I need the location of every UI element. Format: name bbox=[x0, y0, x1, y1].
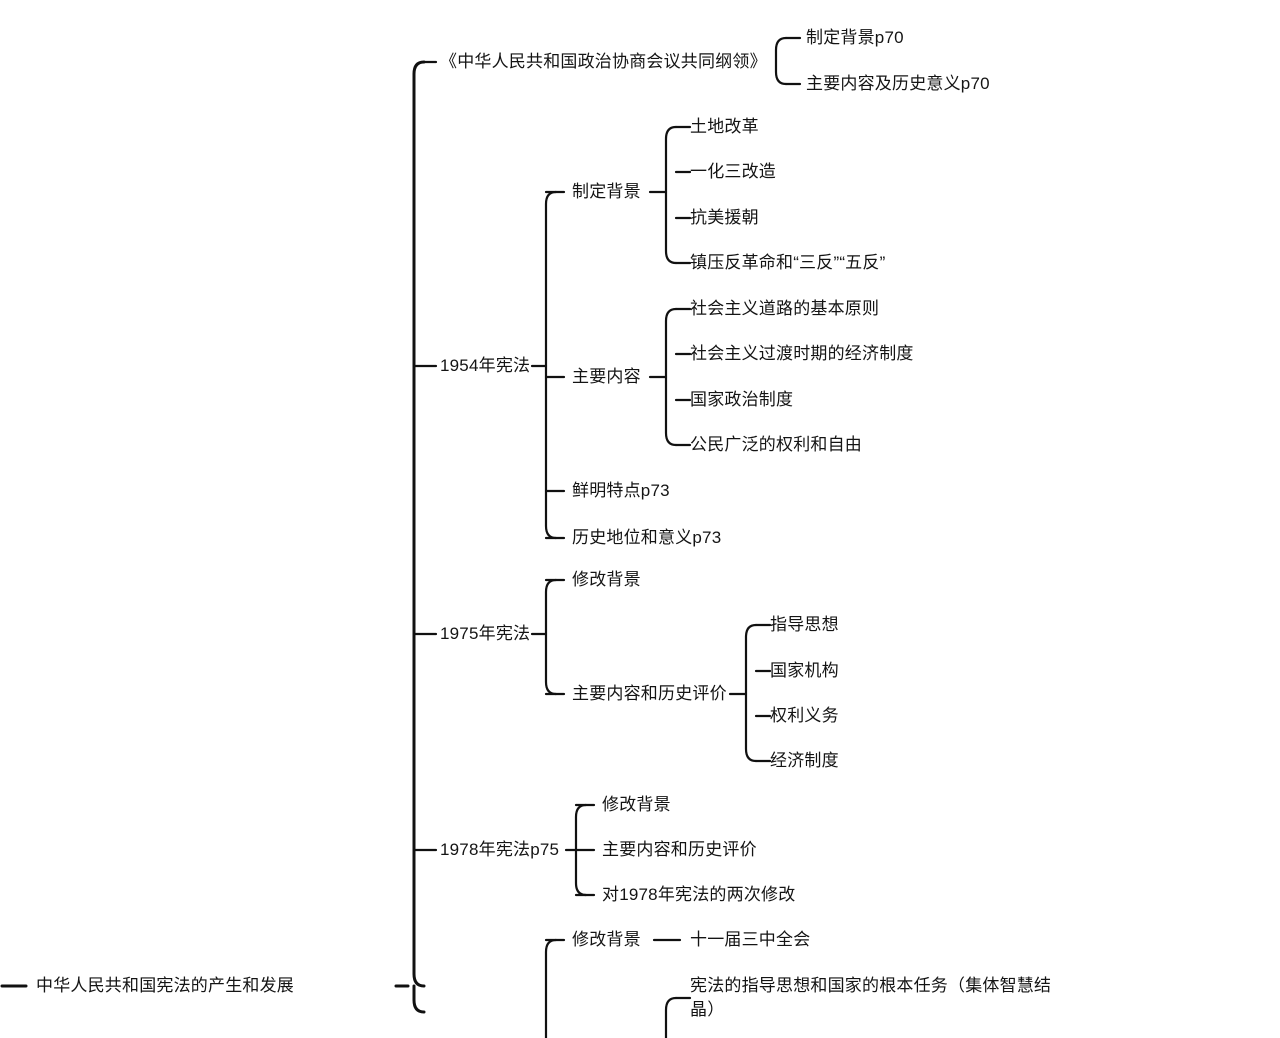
node-1978-background[interactable]: 修改背景 bbox=[602, 795, 671, 814]
node-1954-content[interactable]: 主要内容 bbox=[572, 367, 641, 386]
node-guiding-ideology[interactable]: 指导思想 bbox=[770, 615, 839, 634]
node-third-plenary-session[interactable]: 十一届三中全会 bbox=[690, 930, 811, 949]
node-common-program-content[interactable]: 主要内容及历史意义p70 bbox=[806, 74, 990, 93]
edge-n1-spine bbox=[774, 36, 788, 86]
node-1954-background[interactable]: 制定背景 bbox=[572, 182, 641, 201]
node-root[interactable]: 中华人民共和国宪法的产生和发展 bbox=[36, 976, 294, 995]
node-1978-content-evaluation[interactable]: 主要内容和历史评价 bbox=[602, 840, 757, 859]
node-land-reform[interactable]: 土地改革 bbox=[690, 117, 759, 136]
node-constitution-1954[interactable]: 1954年宪法 bbox=[440, 356, 531, 375]
node-1982-background[interactable]: 修改背景 bbox=[572, 930, 641, 949]
node-state-organs[interactable]: 国家机构 bbox=[770, 661, 839, 680]
edge-trunk-n1 bbox=[412, 60, 438, 76]
node-common-program[interactable]: 《中华人民共和国政治协商会议共同纲领》 bbox=[440, 52, 767, 71]
node-rights-obligations[interactable]: 权利义务 bbox=[770, 706, 839, 725]
edge-n2b-spine bbox=[664, 307, 678, 447]
node-suppress-counterrevolutionaries[interactable]: 镇压反革命和“三反”“五反” bbox=[690, 253, 886, 272]
node-1975-content-evaluation[interactable]: 主要内容和历史评价 bbox=[572, 684, 727, 703]
trunk-spine bbox=[412, 60, 426, 1014]
edge-n5-spine bbox=[544, 938, 558, 1038]
node-one-transformation-three-reforms[interactable]: 一化三改造 bbox=[690, 162, 776, 181]
node-resist-america-aid-korea[interactable]: 抗美援朝 bbox=[690, 208, 759, 227]
node-common-program-background[interactable]: 制定背景p70 bbox=[806, 28, 904, 47]
node-constitution-1978[interactable]: 1978年宪法p75 bbox=[440, 840, 560, 859]
node-1954-significance[interactable]: 历史地位和意义p73 bbox=[572, 528, 722, 547]
node-transition-economic-system[interactable]: 社会主义过渡时期的经济制度 bbox=[690, 344, 914, 363]
edge-n2-spine bbox=[544, 190, 558, 540]
node-1975-background[interactable]: 修改背景 bbox=[572, 570, 641, 589]
edge-n5b-spine bbox=[664, 996, 678, 1038]
node-1954-features[interactable]: 鲜明特点p73 bbox=[572, 481, 670, 500]
edge-n4-spine bbox=[574, 803, 588, 897]
node-socialist-road-principles[interactable]: 社会主义道路的基本原则 bbox=[690, 299, 880, 318]
node-state-political-system[interactable]: 国家政治制度 bbox=[690, 390, 794, 409]
edge-n3b-spine bbox=[744, 623, 758, 763]
edge-n2a-spine bbox=[664, 125, 678, 265]
edge-n3-spine bbox=[544, 578, 558, 696]
node-1978-two-amendments[interactable]: 对1978年宪法的两次修改 bbox=[602, 885, 796, 904]
node-economic-system[interactable]: 经济制度 bbox=[770, 751, 839, 770]
node-constitution-1975[interactable]: 1975年宪法 bbox=[440, 624, 531, 643]
node-citizen-rights-freedoms[interactable]: 公民广泛的权利和自由 bbox=[690, 435, 862, 454]
node-guiding-ideology-fundamental-task[interactable]: 宪法的指导思想和国家的根本任务（集体智慧结晶） bbox=[690, 976, 1052, 1019]
